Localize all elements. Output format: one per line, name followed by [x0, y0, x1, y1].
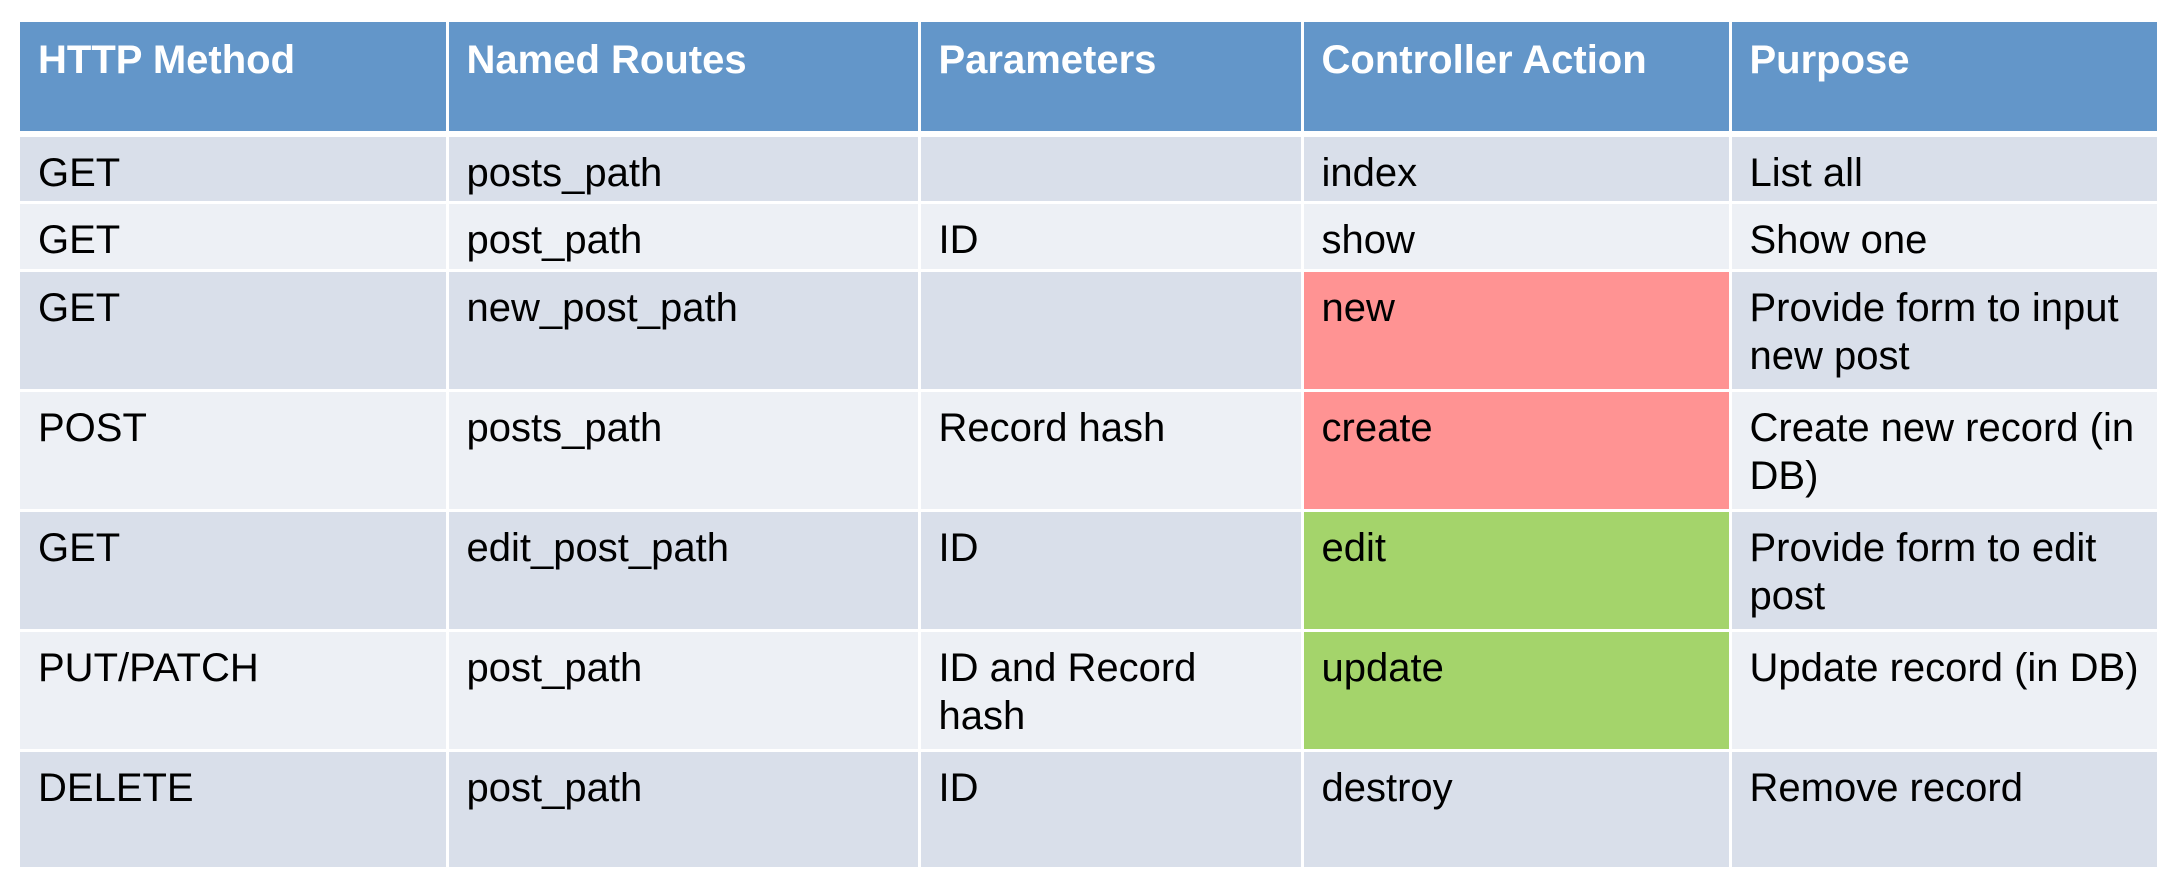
cell-method: PUT/PATCH	[20, 630, 449, 752]
cell-purpose: Update record (in DB)	[1728, 630, 2157, 752]
table-row: GET new_post_path new Provide form to in…	[20, 270, 2157, 392]
table-row: DELETE post_path ID destroy Remove recor…	[20, 750, 2157, 870]
routes-table: HTTP Method Named Routes Parameters Cont…	[20, 22, 2157, 870]
header-controller-action: Controller Action	[1300, 22, 1732, 137]
cell-action-highlight-green: update	[1300, 630, 1732, 752]
cell-action-highlight-red: new	[1300, 270, 1732, 392]
table-row: POST posts_path Record hash create Creat…	[20, 390, 2157, 512]
cell-method: POST	[20, 390, 449, 512]
cell-action: index	[1300, 134, 1732, 204]
cell-purpose: Show one	[1728, 202, 2157, 272]
cell-params: ID	[917, 750, 1304, 870]
cell-purpose: List all	[1728, 134, 2157, 204]
cell-route: post_path	[445, 202, 921, 272]
cell-purpose: Provide form to edit post	[1728, 510, 2157, 632]
cell-action: destroy	[1300, 750, 1732, 870]
table-row: GET posts_path index List all	[20, 134, 2157, 204]
cell-params	[917, 134, 1304, 204]
cell-params	[917, 270, 1304, 392]
header-parameters: Parameters	[917, 22, 1304, 137]
cell-method: GET	[20, 270, 449, 392]
cell-method: GET	[20, 202, 449, 272]
header-purpose: Purpose	[1728, 22, 2157, 137]
table-row: GET post_path ID show Show one	[20, 202, 2157, 272]
cell-route: post_path	[445, 750, 921, 870]
cell-params: ID and Record hash	[917, 630, 1304, 752]
cell-method: GET	[20, 510, 449, 632]
routes-table-container: HTTP Method Named Routes Parameters Cont…	[20, 22, 2157, 870]
cell-params: ID	[917, 510, 1304, 632]
cell-route: new_post_path	[445, 270, 921, 392]
cell-purpose: Remove record	[1728, 750, 2157, 870]
cell-method: DELETE	[20, 750, 449, 870]
cell-route: post_path	[445, 630, 921, 752]
cell-action: show	[1300, 202, 1732, 272]
header-named-routes: Named Routes	[445, 22, 921, 137]
cell-params: Record hash	[917, 390, 1304, 512]
header-http-method: HTTP Method	[20, 22, 449, 137]
header-row: HTTP Method Named Routes Parameters Cont…	[20, 22, 2157, 137]
cell-purpose: Provide form to input new post	[1728, 270, 2157, 392]
cell-route: edit_post_path	[445, 510, 921, 632]
cell-route: posts_path	[445, 134, 921, 204]
cell-params: ID	[917, 202, 1304, 272]
cell-method: GET	[20, 134, 449, 204]
cell-action-highlight-green: edit	[1300, 510, 1732, 632]
cell-action-highlight-red: create	[1300, 390, 1732, 512]
cell-purpose: Create new record (in DB)	[1728, 390, 2157, 512]
table-row: GET edit_post_path ID edit Provide form …	[20, 510, 2157, 632]
cell-route: posts_path	[445, 390, 921, 512]
table-row: PUT/PATCH post_path ID and Record hash u…	[20, 630, 2157, 752]
